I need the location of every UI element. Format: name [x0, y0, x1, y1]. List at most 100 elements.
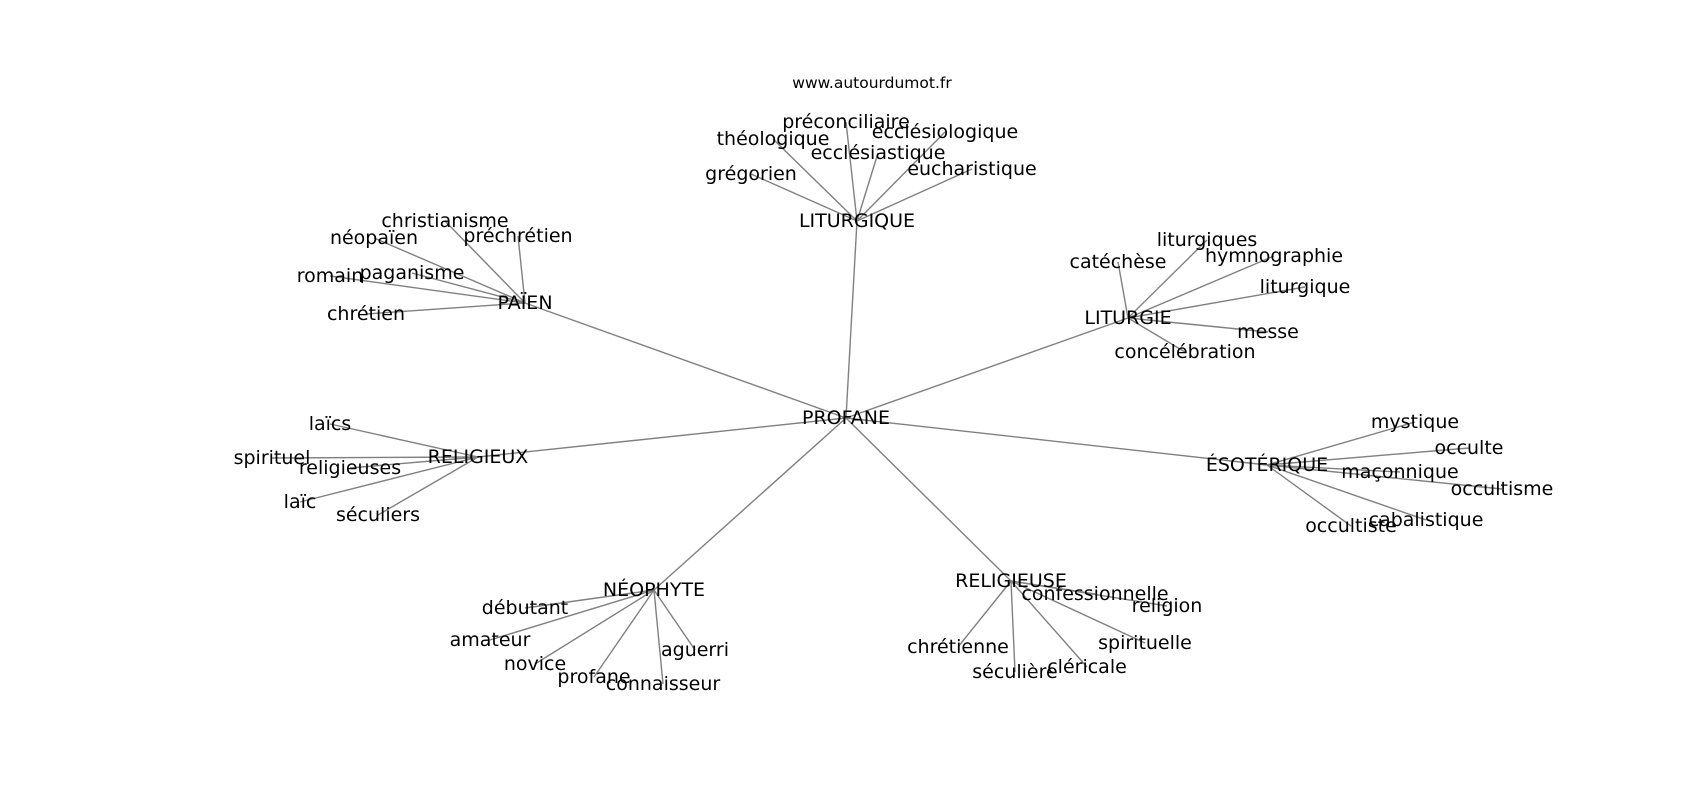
node-leaf[interactable]: concélébration — [1114, 341, 1255, 363]
node-hub-paien[interactable]: PAÏEN — [497, 291, 552, 314]
edge-liturgique-leaf — [772, 138, 858, 222]
node-leaf[interactable]: paganisme — [360, 262, 465, 284]
edge-religieuse-leaf — [957, 580, 1012, 648]
edge-paien-leaf — [365, 302, 526, 315]
edge-center-paien — [524, 302, 847, 419]
node-leaf[interactable]: théologique — [717, 128, 830, 150]
node-center[interactable]: PROFANE — [802, 407, 890, 429]
edge-religieux-leaf — [329, 423, 479, 458]
node-leaf[interactable]: préchrétien — [463, 225, 572, 247]
node-leaf[interactable]: novice — [504, 653, 566, 675]
edge-liturgique-leaf — [750, 173, 858, 222]
node-leaf[interactable]: connaisseur — [606, 673, 721, 695]
graph-edges — [271, 121, 1503, 685]
node-hub-religieuse[interactable]: RELIGIEUSE — [955, 570, 1067, 592]
node-leaf[interactable]: religion — [1132, 595, 1203, 617]
edge-liturgie-leaf — [1127, 255, 1275, 319]
node-leaf[interactable]: occulte — [1435, 437, 1504, 459]
edge-religieuse-leaf — [1010, 580, 1168, 607]
edge-liturgie-leaf — [1117, 261, 1129, 319]
edge-liturgie-leaf — [1127, 239, 1208, 319]
edge-esoterique-leaf — [1266, 464, 1503, 490]
node-leaf[interactable]: ecclésiologique — [872, 121, 1018, 143]
node-leaf[interactable]: messe — [1237, 321, 1299, 343]
node-leaf[interactable]: spirituelle — [1098, 632, 1192, 654]
site-url: www.autourdumot.fr — [792, 74, 952, 92]
node-leaf[interactable]: hymnographie — [1205, 245, 1343, 267]
node-leaf[interactable]: liturgiques — [1157, 229, 1258, 251]
node-hub-liturgie[interactable]: LITURGIE — [1084, 307, 1171, 329]
node-leaf[interactable]: maçonnique — [1341, 461, 1458, 483]
node-leaf[interactable]: liturgique — [1260, 276, 1351, 298]
node-leaf[interactable]: séculière — [972, 661, 1057, 683]
edge-center-liturgique — [845, 220, 858, 419]
node-leaf[interactable]: spirituel — [234, 447, 311, 469]
node-leaf[interactable]: amateur — [450, 629, 531, 651]
node-leaf[interactable]: confessionnelle — [1021, 583, 1168, 605]
edge-liturgique-leaf — [856, 168, 973, 222]
node-leaf[interactable]: séculiers — [336, 504, 420, 526]
node-leaf[interactable]: religieuses — [299, 457, 401, 479]
edge-neophyte-leaf — [489, 589, 655, 641]
node-leaf[interactable]: eucharistique — [907, 158, 1036, 180]
node-leaf[interactable]: occultisme — [1451, 478, 1554, 500]
node-leaf[interactable]: ecclésiastique — [811, 142, 946, 164]
edge-liturgie-leaf — [1127, 317, 1186, 353]
edge-esoterique-leaf — [1266, 447, 1470, 466]
node-leaf[interactable]: débutant — [482, 597, 568, 619]
edge-liturgie-leaf — [1127, 286, 1306, 319]
node-leaf[interactable]: néopaïen — [330, 227, 418, 249]
node-leaf[interactable]: occultiste — [1305, 515, 1397, 537]
node-leaf[interactable]: christianisme — [381, 210, 508, 232]
node-leaf[interactable]: aguerri — [661, 639, 729, 661]
edge-center-liturgie — [845, 317, 1129, 419]
edge-center-religieux — [477, 417, 847, 458]
node-leaf[interactable]: grégorien — [705, 163, 797, 185]
edge-religieux-leaf — [271, 456, 479, 459]
node-hub-neophyte[interactable]: NÉOPHYTE — [603, 578, 705, 601]
node-leaf[interactable]: mystique — [1371, 411, 1459, 433]
edge-esoterique-leaf — [1266, 464, 1401, 473]
edge-neophyte-leaf — [593, 589, 655, 678]
edge-neophyte-leaf — [653, 589, 664, 685]
node-hub-religieux[interactable]: RELIGIEUX — [428, 446, 529, 468]
node-leaf[interactable]: romain — [297, 265, 364, 287]
node-leaf[interactable]: laïc — [284, 491, 317, 513]
edge-religieuse-leaf — [1010, 580, 1016, 673]
node-leaf[interactable]: profane — [557, 666, 630, 688]
edge-center-neophyte — [653, 417, 847, 591]
edge-neophyte-leaf — [534, 589, 655, 665]
edge-religieuse-leaf — [1010, 580, 1088, 668]
node-leaf[interactable]: chrétienne — [907, 636, 1009, 658]
graph-labels: www.autourdumot.fr PROFANE LITURGIQUE préc… — [234, 74, 1554, 695]
node-leaf[interactable]: laïcs — [309, 413, 352, 435]
edge-liturgique-leaf — [856, 152, 879, 222]
edge-center-esoterique — [845, 417, 1268, 466]
edge-esoterique-leaf — [1266, 464, 1427, 521]
node-leaf[interactable]: chrétien — [327, 303, 405, 325]
edge-liturgique-leaf — [845, 121, 858, 222]
node-leaf[interactable]: cabalistique — [1369, 509, 1484, 531]
edge-paien-leaf — [373, 237, 526, 304]
edge-neophyte-leaf — [524, 589, 655, 609]
edge-religieuse-leaf — [1010, 580, 1146, 644]
edge-esoterique-leaf — [1266, 464, 1352, 527]
node-leaf[interactable]: catéchèse — [1070, 251, 1167, 273]
edge-paien-leaf — [444, 220, 526, 304]
edge-center-religieuse — [845, 417, 1012, 582]
node-leaf[interactable]: préconciliaire — [782, 111, 910, 133]
edge-religieux-leaf — [349, 456, 479, 469]
edge-paien-leaf — [329, 275, 526, 304]
edge-esoterique-leaf — [1266, 421, 1416, 466]
node-hub-esoterique[interactable]: ÉSOTÉRIQUE — [1206, 453, 1328, 476]
edge-religieux-leaf — [299, 456, 479, 503]
edge-neophyte-leaf — [653, 589, 696, 651]
edge-religieux-leaf — [377, 456, 479, 516]
edge-paien-leaf — [411, 272, 526, 304]
edge-liturgie-leaf — [1127, 317, 1269, 333]
node-hub-liturgique[interactable]: LITURGIQUE — [799, 210, 915, 232]
node-leaf[interactable]: cléricale — [1047, 656, 1127, 678]
edge-liturgique-leaf — [856, 131, 946, 222]
